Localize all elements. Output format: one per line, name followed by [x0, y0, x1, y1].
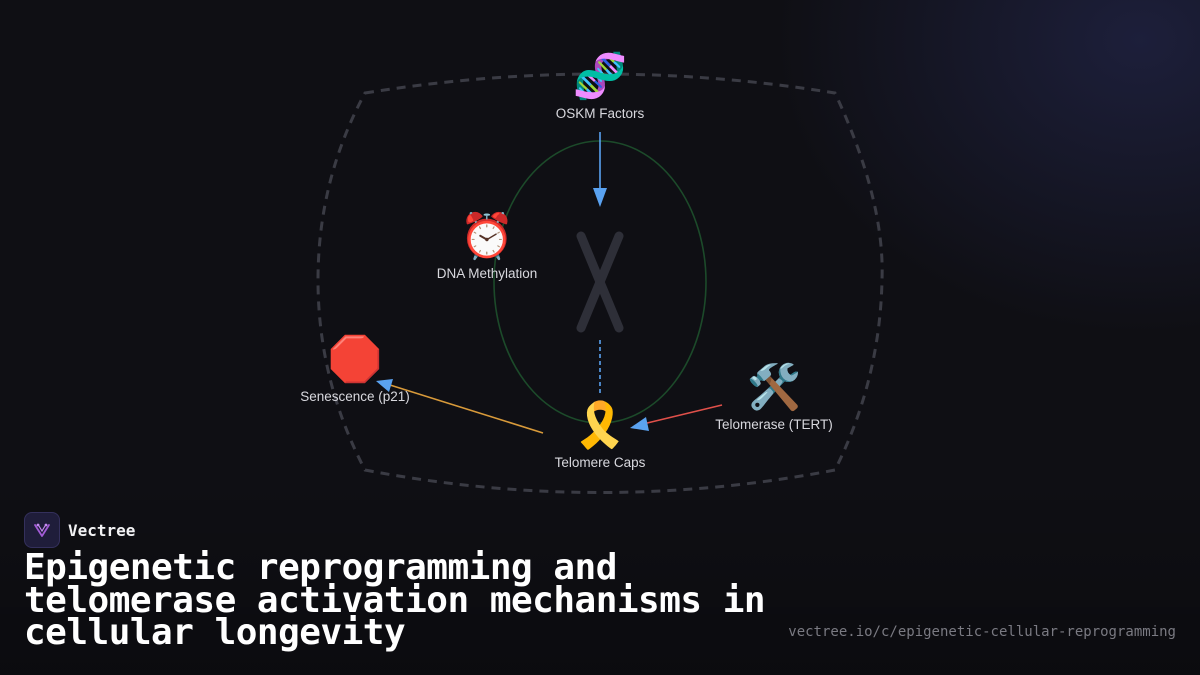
- edge-telomere-to-senescence: [389, 384, 544, 434]
- node-label: Telomerase (TERT): [715, 417, 833, 432]
- ribbon-icon: 🎗️: [572, 400, 628, 451]
- node-oskm-factors: 🧬 OSKM Factors: [555, 51, 645, 122]
- page-title: Epigenetic reprogramming and telomerase …: [24, 547, 766, 653]
- brand-name: Vectree: [68, 520, 136, 540]
- edge-telomerase-arrowhead: [630, 417, 649, 431]
- edge-senescence-arrowhead: [376, 379, 393, 392]
- alarm-clock-icon: ⏰: [459, 211, 515, 262]
- dna-icon: 🧬: [572, 51, 628, 102]
- node-label: Telomere Caps: [554, 455, 646, 470]
- source-url[interactable]: vectree.io/c/epigenetic-cellular-reprogr…: [788, 624, 1176, 640]
- node-dna-methylation: ⏰ DNA Methylation: [436, 211, 538, 282]
- node-telomerase: 🛠️ Telomerase (TERT): [715, 362, 833, 433]
- node-label: DNA Methylation: [436, 266, 538, 281]
- chromosome-icon: [576, 231, 624, 333]
- vectree-logo-icon: [24, 512, 60, 548]
- node-label: Senescence (p21): [300, 389, 410, 404]
- edge-oskm-arrowhead: [593, 188, 607, 207]
- cell-boundary: [316, 72, 884, 494]
- node-label: OSKM Factors: [555, 106, 645, 121]
- brand[interactable]: Vectree: [24, 512, 135, 548]
- stop-sign-icon: 🛑: [327, 334, 383, 385]
- node-senescence: 🛑 Senescence (p21): [300, 334, 410, 405]
- node-telomere-caps: 🎗️ Telomere Caps: [554, 400, 646, 471]
- tools-icon: 🛠️: [746, 362, 802, 413]
- edge-telomerase-to-telomere: [642, 404, 723, 425]
